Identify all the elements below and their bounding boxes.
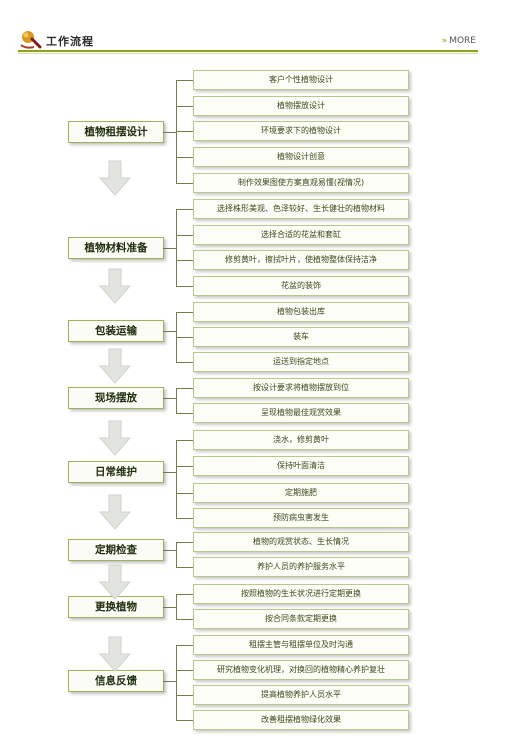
stage-box: 植物租摆设计 — [68, 121, 164, 143]
double-chevron-icon: » — [441, 36, 447, 46]
stage-box: 现场摆放 — [68, 387, 164, 409]
connector-branch — [176, 720, 193, 721]
connector-line — [163, 248, 176, 249]
more-label: MORE — [449, 36, 476, 46]
connector-branch — [176, 337, 193, 338]
task-box: 植物的观赏状态、生长情况 — [193, 532, 409, 552]
connector-branch — [176, 594, 193, 595]
connector-branch — [176, 567, 193, 568]
task-box: 客户个性植物设计 — [193, 70, 409, 90]
task-box: 装车 — [193, 327, 409, 347]
connector-branch — [176, 157, 193, 158]
connector-branch — [176, 209, 193, 210]
down-arrow-icon — [99, 420, 131, 456]
down-arrow-icon — [99, 494, 131, 530]
stage-box: 信息反馈 — [68, 670, 164, 692]
task-box: 按照植物的生长状况进行定期更换 — [193, 584, 409, 604]
stage-box: 日常维护 — [68, 461, 164, 483]
header-divider — [18, 50, 478, 52]
task-box: 选择合适的花盆和套缸 — [193, 225, 409, 245]
task-box: 修剪黄叶，擦拭叶片，使植物整体保持洁净 — [193, 250, 409, 270]
connector-branch — [176, 542, 193, 543]
hand-bell-icon — [20, 31, 42, 49]
connector-line — [163, 472, 176, 473]
task-box: 植物设计创意 — [193, 147, 409, 167]
connector-line — [163, 132, 176, 133]
connector-branch — [176, 695, 193, 696]
connector-trunk — [176, 542, 177, 567]
connector-branch — [176, 466, 193, 467]
task-box: 浇水，修剪黄叶 — [193, 430, 409, 450]
connector-branch — [176, 670, 193, 671]
connector-line — [163, 550, 176, 551]
task-box: 按设计要求将植物摆放到位 — [193, 378, 409, 398]
stage-box: 植物材料准备 — [68, 237, 164, 259]
task-box: 研究植物变化机理，对换回的植物精心养护复壮 — [193, 660, 409, 680]
connector-branch — [176, 286, 193, 287]
task-box: 选择株形美观、色泽较好、生长健壮的植物材料 — [193, 199, 409, 219]
task-box: 制作效果图使方案直观易懂(视情况) — [193, 173, 409, 193]
down-arrow-icon — [99, 348, 131, 384]
connector-branch — [176, 260, 193, 261]
connector-line — [163, 607, 176, 608]
connector-branch — [176, 619, 193, 620]
task-box: 定期施肥 — [193, 483, 409, 503]
connector-trunk — [176, 209, 177, 286]
task-box: 运送到指定地点 — [193, 352, 409, 372]
down-arrow-icon — [99, 160, 131, 196]
task-box: 环境要求下的植物设计 — [193, 121, 409, 141]
connector-branch — [176, 413, 193, 414]
task-box: 改善租摆植物绿化效果 — [193, 710, 409, 730]
connector-branch — [176, 183, 193, 184]
connector-trunk — [176, 388, 177, 413]
connector-branch — [176, 518, 193, 519]
task-box: 预防病虫害发生 — [193, 508, 409, 528]
down-arrow-icon — [99, 564, 131, 600]
task-box: 呈现植物最佳观赏效果 — [193, 403, 409, 423]
task-box: 花盆的装饰 — [193, 276, 409, 296]
connector-branch — [176, 235, 193, 236]
connector-branch — [176, 645, 193, 646]
task-box: 提高植物养护人员水平 — [193, 685, 409, 705]
connector-line — [163, 681, 176, 682]
connector-line — [163, 331, 176, 332]
connector-branch — [176, 131, 193, 132]
connector-line — [163, 398, 176, 399]
down-arrow-icon — [99, 268, 131, 304]
connector-branch — [176, 106, 193, 107]
connector-trunk — [176, 440, 177, 518]
connector-branch — [176, 362, 193, 363]
task-box: 保持叶面清洁 — [193, 456, 409, 476]
connector-trunk — [176, 645, 177, 720]
down-arrow-icon — [99, 636, 131, 672]
task-box: 植物摆放设计 — [193, 96, 409, 116]
page-title: 工作流程 — [46, 35, 94, 48]
task-box: 植物包装出库 — [193, 302, 409, 322]
connector-branch — [176, 388, 193, 389]
connector-branch — [176, 440, 193, 441]
connector-trunk — [176, 594, 177, 619]
connector-branch — [176, 312, 193, 313]
stage-box: 定期检查 — [68, 539, 164, 561]
task-box: 租摆主管与租摆单位及时沟通 — [193, 635, 409, 655]
connector-branch — [176, 80, 193, 81]
header-divider-light — [18, 53, 478, 54]
header: 工作流程 »MORE — [0, 0, 530, 60]
more-link[interactable]: »MORE — [442, 36, 476, 46]
connector-branch — [176, 493, 193, 494]
task-box: 按合同条款定期更换 — [193, 609, 409, 629]
task-box: 养护人员的养护服务水平 — [193, 557, 409, 577]
stage-box: 包装运输 — [68, 320, 164, 342]
